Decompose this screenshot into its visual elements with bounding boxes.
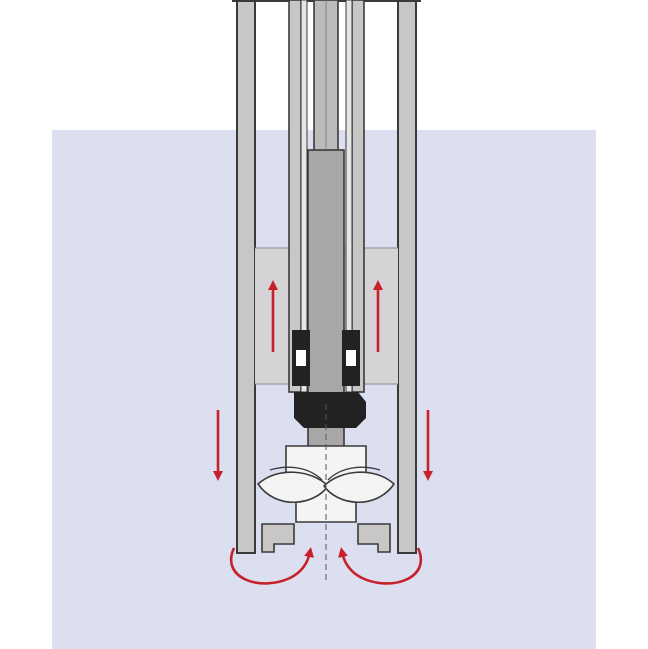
drive-shaft: [307, 0, 345, 451]
column-pipe: [288, 0, 365, 393]
flow-arrows: [213, 280, 433, 585]
flow-arrow-inlet-right: [338, 547, 422, 585]
flow-arrow-inlet-left: [230, 547, 314, 585]
mechanical-seal: [292, 330, 366, 428]
suction-inlet: [261, 523, 391, 553]
